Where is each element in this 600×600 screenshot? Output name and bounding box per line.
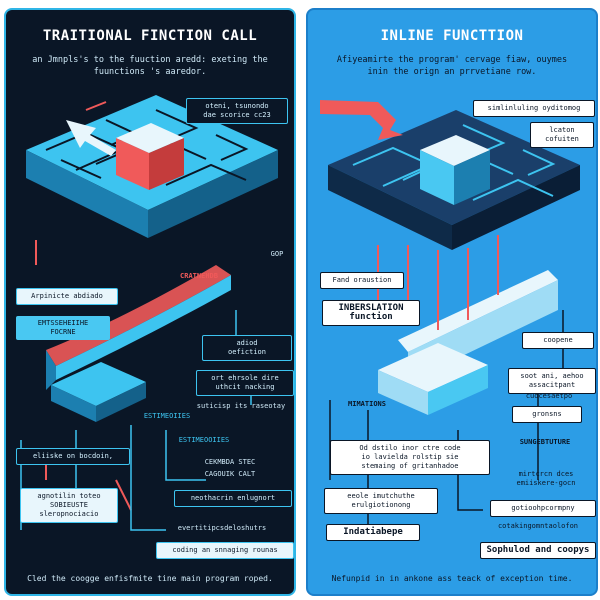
right-isometric-illustration bbox=[320, 100, 580, 530]
label-l14: CAGOUIK CALT bbox=[204, 470, 256, 478]
label-l3: EMTSSEHEIIHE FOCRNE bbox=[16, 316, 110, 340]
label-r4: INBERSLATION function bbox=[322, 300, 420, 326]
label-r6: soot ani, aehoo assacitpant bbox=[508, 368, 596, 394]
label-r13: mirtcrcn dces emiiskere-gocn bbox=[516, 470, 576, 487]
label-l16: evertitipcsdeloshutrs bbox=[177, 524, 267, 532]
label-r8: gronsns bbox=[512, 406, 582, 423]
left-blue-ribbon bbox=[56, 275, 231, 380]
left-platform-side-a bbox=[26, 150, 148, 238]
label-l10: ESTIMEOOIIES bbox=[178, 436, 230, 444]
label-l17: coding an snnaging rounas bbox=[156, 542, 294, 559]
left-title: TRAITIONAL FINCTION CALL bbox=[42, 28, 258, 44]
label-r7: cuocesaetpo bbox=[525, 392, 573, 400]
right-subtitle: Afiyeamirte the program' cervage fiaw, o… bbox=[336, 55, 568, 77]
left-panel-traditional: TRAITIONAL FINCTION CALL an Jmnpls's to … bbox=[4, 8, 296, 596]
left-red-ribbon bbox=[46, 265, 231, 366]
right-title: INLINE FUNCTTION bbox=[380, 28, 524, 44]
label-r17: Sophulod and coopys bbox=[480, 542, 596, 559]
right-platform-side-a bbox=[328, 165, 452, 250]
label-l2: Arpinicte abdiado bbox=[16, 288, 118, 305]
left-cube-side-b bbox=[149, 138, 184, 190]
label-l8: suticisp its raseotay bbox=[196, 402, 286, 410]
label-l4: CRATNEHDB bbox=[180, 272, 218, 280]
label-r15: cotakingomntaolofon bbox=[497, 522, 579, 530]
right-platform-side-b bbox=[452, 165, 580, 250]
left-arrow-icon bbox=[66, 120, 116, 156]
label-l5: GOP bbox=[270, 250, 284, 258]
left-cube-top bbox=[116, 123, 184, 153]
left-platform-side-b bbox=[148, 150, 278, 238]
label-r2: lcaton cofuiten bbox=[530, 122, 594, 148]
label-l6: adiod oefiction bbox=[202, 335, 292, 361]
label-r9: MIMATIONS bbox=[348, 400, 386, 408]
right-panel-inline: INLINE FUNCTTION Afiyeamirte the program… bbox=[306, 8, 598, 596]
label-r16: Indatiabepe bbox=[326, 524, 420, 541]
label-r14: gotioohpcormpny bbox=[490, 500, 596, 517]
left-footer: Cled the coogge enfisfmite tine main pro… bbox=[27, 574, 273, 583]
right-red-arrow-icon bbox=[320, 100, 403, 140]
label-l13: CEKMBDA STEC bbox=[204, 458, 256, 466]
label-l9: ESTIMEOIIES bbox=[143, 412, 191, 420]
left-cube-side-a bbox=[116, 138, 149, 190]
label-r5: coopene bbox=[522, 332, 594, 349]
right-light-band bbox=[398, 270, 558, 352]
label-l12: agnotilin toteo SOBIEUSTE sleropnociacio bbox=[20, 488, 118, 523]
right-footer: Nefunpid in in ankone ass teack of excep… bbox=[331, 574, 573, 583]
label-r3: Fand oraustion bbox=[320, 272, 404, 289]
right-block-top bbox=[378, 343, 488, 392]
label-l1: oteni, tsunondo dae scorice cc23 bbox=[186, 98, 288, 124]
left-subtitle: an Jmnpls's to the fuuction aredd: exeti… bbox=[32, 55, 268, 77]
left-block-top bbox=[51, 362, 146, 406]
label-r10: SUNGEBTUTURE bbox=[519, 438, 571, 446]
label-l11: eliiske on bocdoin, bbox=[16, 448, 130, 465]
label-r11: Od dstilo inor ctre code io lavielda rol… bbox=[330, 440, 490, 475]
label-r12: eeole imutchuthe erulgiotionong bbox=[324, 488, 438, 514]
label-r1: simlinluling oyditomog bbox=[473, 100, 595, 117]
label-l7: ort ehrsole dire uthcit nacking bbox=[196, 370, 294, 396]
label-l15: neothacrin enlugnort bbox=[174, 490, 292, 507]
